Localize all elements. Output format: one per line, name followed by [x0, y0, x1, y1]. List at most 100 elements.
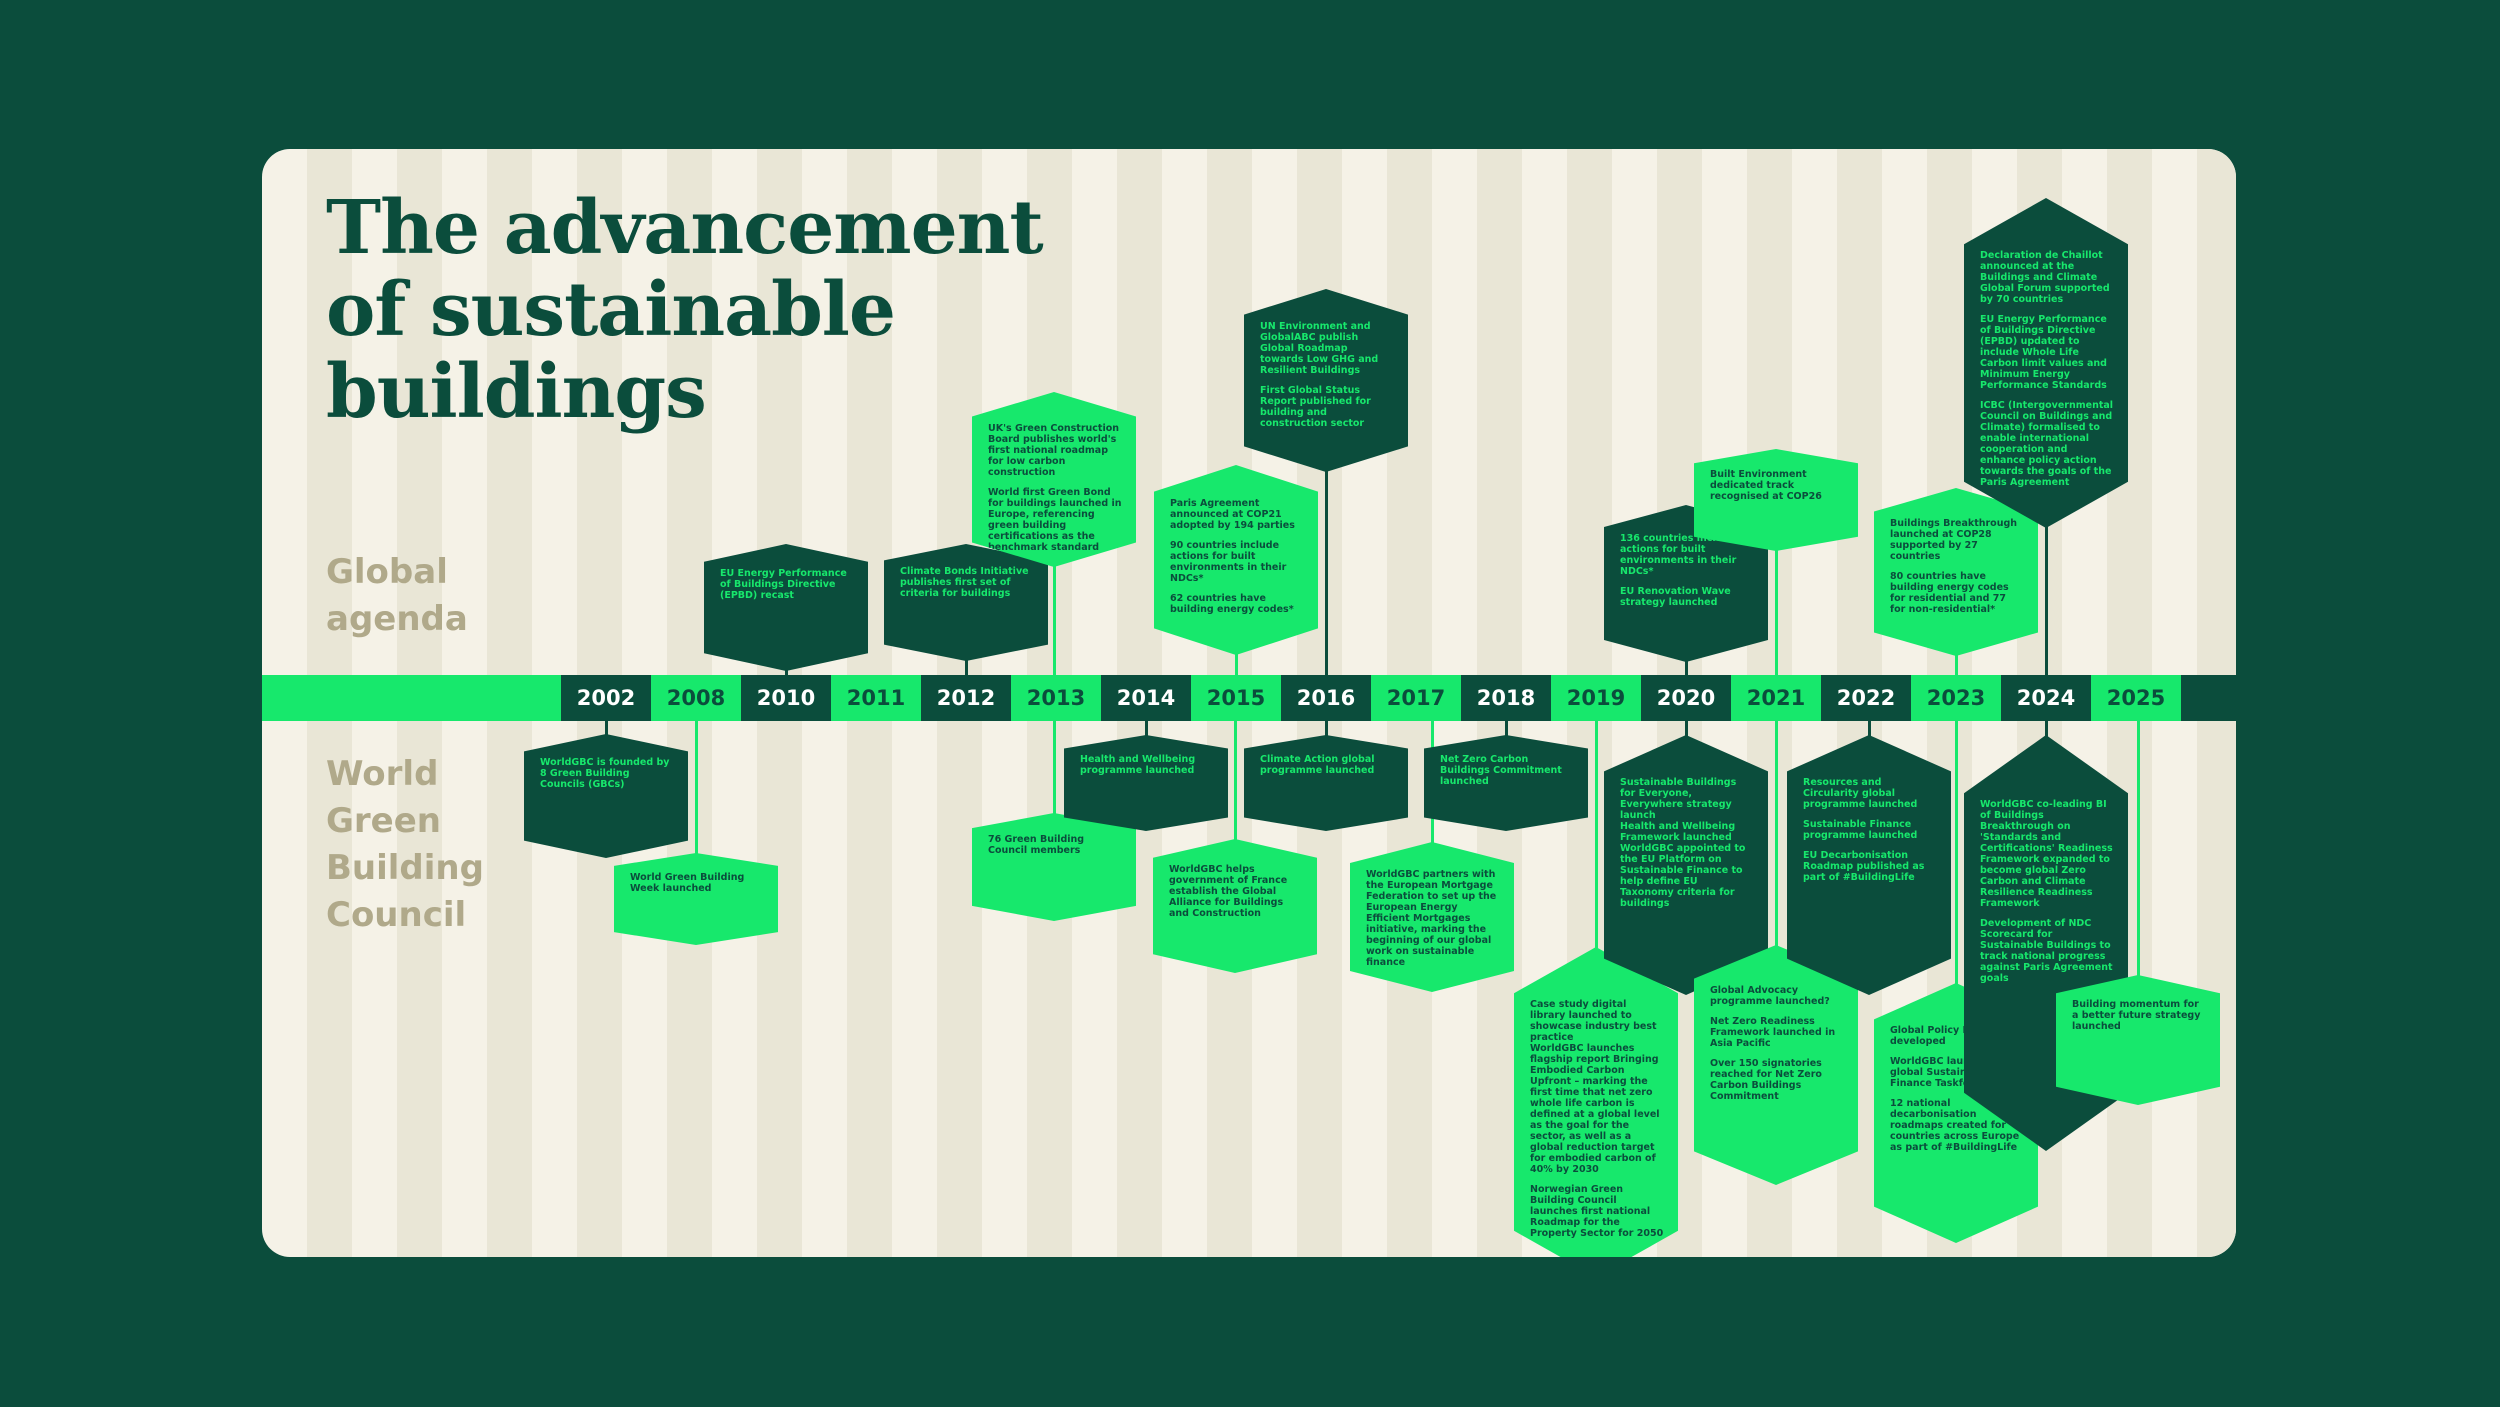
wgbc-event-2021: Global Advocacy programme launched? Net Z…	[1694, 945, 1858, 1185]
year-label-2025: 2025	[2106, 686, 2166, 710]
global-event-2012: Climate Bonds Initiative publishes first…	[884, 544, 1048, 661]
wgbc-connector-2008	[695, 721, 698, 859]
global-event-text: 136 countries include actions for built …	[1620, 533, 1737, 577]
year-label-2024: 2024	[2001, 675, 2091, 721]
year-label-2018: 2018	[1461, 675, 1551, 721]
wgbc-event-2018: Net Zero Carbon Buildings Commitment lau…	[1424, 735, 1588, 831]
global-event-2023: Buildings Breakthrough launched at COP28…	[1874, 488, 2038, 656]
wgbc-event-text: 76 Green Building Council members	[988, 834, 1085, 856]
global-connector-2024	[2045, 522, 2048, 675]
wgbc-event-text: Norwegian Green Building Council launche…	[1530, 1184, 1664, 1239]
wgbc-event-2016: Climate Action global programme launched	[1244, 735, 1408, 831]
wgbc-event-2013: 76 Green Building Council members	[972, 813, 1136, 921]
wgbc-event-text: EU Decarbonisation Roadmap published as …	[1803, 850, 1925, 883]
wgbc-event-text: Development of NDC Scorecard for Sustain…	[1980, 918, 2113, 984]
wgbc-event-2002: WorldGBC is founded by 8 Green Building …	[524, 734, 688, 858]
global-connector-2013	[1053, 561, 1056, 675]
wgbc-connector-2016	[1325, 721, 1328, 741]
wgbc-event-2017: WorldGBC partners with the European Mort…	[1350, 842, 1514, 992]
global-event-2013: UK's Green Construction Board publishes …	[972, 392, 1136, 567]
year-label-2016: 2016	[1281, 675, 1371, 721]
wgbc-connector-2014	[1145, 721, 1148, 741]
global-event-2010: EU Energy Performance of Buildings Direc…	[704, 544, 868, 671]
wgbc-event-text: WorldGBC helps government of France esta…	[1169, 864, 1288, 919]
wgbc-event-text: Sustainable Finance programme launched	[1803, 819, 1918, 841]
global-event-text: EU Energy Performance of Buildings Direc…	[720, 568, 847, 601]
wgbc-event-text: Net Zero Readiness Framework launched in…	[1710, 1016, 1836, 1049]
global-event-text: First Global Status Report published for…	[1260, 385, 1371, 429]
year-label-2022: 2022	[1821, 675, 1911, 721]
wgbc-event-text: Global Advocacy programme launched?	[1710, 985, 1830, 1007]
global-event-text: ICBC (Intergovernmental Council on Build…	[1980, 400, 2114, 488]
wgbc-event-text: 12 national decarbonisation roadmaps cre…	[1890, 1098, 2020, 1153]
wgbc-event-text: WorldGBC is founded by 8 Green Building …	[540, 757, 670, 790]
global-event-text: Declaration de Chaillot announced at the…	[1980, 250, 2110, 305]
timeline-end-block	[2181, 675, 2236, 721]
wgbc-connector-2023	[1955, 721, 1958, 989]
wgbc-event-text: Climate Action global programme launched	[1260, 754, 1375, 776]
wgbc-label: World Green Building Council	[326, 754, 484, 935]
global-connector-2021	[1775, 545, 1778, 675]
year-label-2021: 2021	[1746, 686, 1806, 710]
wgbc-connector-2021	[1775, 721, 1778, 951]
wgbc-event-text: WorldGBC co-leading BI of Buildings Brea…	[1980, 799, 2113, 909]
global-event-2021: Built Environment dedicated track recogn…	[1694, 449, 1858, 551]
wgbc-event-text: Over 150 signatories reached for Net Zer…	[1710, 1058, 1822, 1102]
global-event-text: 62 countries have building energy codes*	[1170, 593, 1294, 615]
wgbc-event-text: Health and Wellbeing programme launched	[1080, 754, 1196, 776]
wgbc-connector-2025	[2137, 721, 2140, 981]
global-event-text: Buildings Breakthrough launched at COP28…	[1890, 518, 2018, 562]
global-agenda-label: Global agenda	[326, 552, 468, 639]
global-event-text: UK's Green Construction Board publishes …	[988, 423, 1120, 478]
year-label-2019: 2019	[1566, 686, 1626, 710]
global-event-text: Paris Agreement announced at COP21 adopt…	[1170, 498, 1295, 531]
global-event-text: World first Green Bond for buildings lau…	[988, 487, 1122, 553]
wgbc-event-text: Building momentum for a better future st…	[2072, 999, 2201, 1032]
global-event-2016: UN Environment and GlobalABC publish Glo…	[1244, 289, 1408, 472]
global-connector-2023	[1955, 650, 1958, 675]
global-event-2024: Declaration de Chaillot announced at the…	[1964, 198, 2128, 528]
year-label-2013: 2013	[1026, 686, 1086, 710]
wgbc-connector-2002	[605, 721, 608, 740]
wgbc-connector-2015	[1234, 721, 1237, 845]
wgbc-event-text: Case study digital library launched to s…	[1530, 999, 1660, 1175]
page-title: The advancement of sustainable buildings	[326, 185, 1044, 435]
wgbc-connector-2018	[1505, 721, 1508, 741]
wgbc-connector-2013	[1053, 721, 1056, 819]
global-connector-2016	[1325, 466, 1328, 675]
global-event-text: EU Energy Performance of Buildings Direc…	[1980, 314, 2107, 391]
wgbc-event-2008: World Green Building Week launched	[614, 853, 778, 945]
year-label-2011: 2011	[846, 686, 906, 710]
global-event-text: UN Environment and GlobalABC publish Glo…	[1260, 321, 1379, 376]
year-label-2012: 2012	[921, 675, 1011, 721]
year-label-2017: 2017	[1386, 686, 1446, 710]
wgbc-event-text: Net Zero Carbon Buildings Commitment lau…	[1440, 754, 1562, 787]
infographic-card: The advancement of sustainable buildings…	[262, 149, 2236, 1257]
wgbc-event-2019: Case study digital library launched to s…	[1514, 947, 1678, 1257]
year-label-2015: 2015	[1206, 686, 1266, 710]
global-event-text: EU Renovation Wave strategy launched	[1620, 586, 1731, 608]
year-label-2023: 2023	[1926, 686, 1986, 710]
year-label-2020: 2020	[1641, 675, 1731, 721]
year-label-2010: 2010	[741, 675, 831, 721]
wgbc-event-2020: Sustainable Buildings for Everyone, Ever…	[1604, 735, 1768, 995]
wgbc-event-text: World Green Building Week launched	[630, 872, 745, 894]
global-event-text: Climate Bonds Initiative publishes first…	[900, 566, 1029, 599]
wgbc-event-text: Resources and Circularity global program…	[1803, 777, 1918, 810]
wgbc-event-text: Sustainable Buildings for Everyone, Ever…	[1620, 777, 1746, 909]
wgbc-connector-2022	[1868, 721, 1871, 741]
wgbc-event-text: WorldGBC partners with the European Mort…	[1366, 869, 1497, 968]
global-connector-2015	[1235, 649, 1238, 675]
wgbc-connector-2019	[1595, 721, 1598, 953]
wgbc-connector-2020	[1685, 721, 1688, 741]
wgbc-connector-2024	[2045, 721, 2048, 741]
wgbc-event-2015: WorldGBC helps government of France esta…	[1153, 839, 1317, 973]
year-label-2002: 2002	[561, 675, 651, 721]
global-connector-2020	[1685, 656, 1688, 675]
global-connector-2012	[965, 655, 968, 675]
global-event-text: 80 countries have building energy codes …	[1890, 571, 2009, 615]
global-event-2015: Paris Agreement announced at COP21 adopt…	[1154, 465, 1318, 655]
global-event-text: Built Environment dedicated track recogn…	[1710, 469, 1822, 502]
wgbc-event-2024: WorldGBC co-leading BI of Buildings Brea…	[1964, 735, 2128, 1151]
wgbc-event-2022: Resources and Circularity global program…	[1787, 735, 1951, 995]
